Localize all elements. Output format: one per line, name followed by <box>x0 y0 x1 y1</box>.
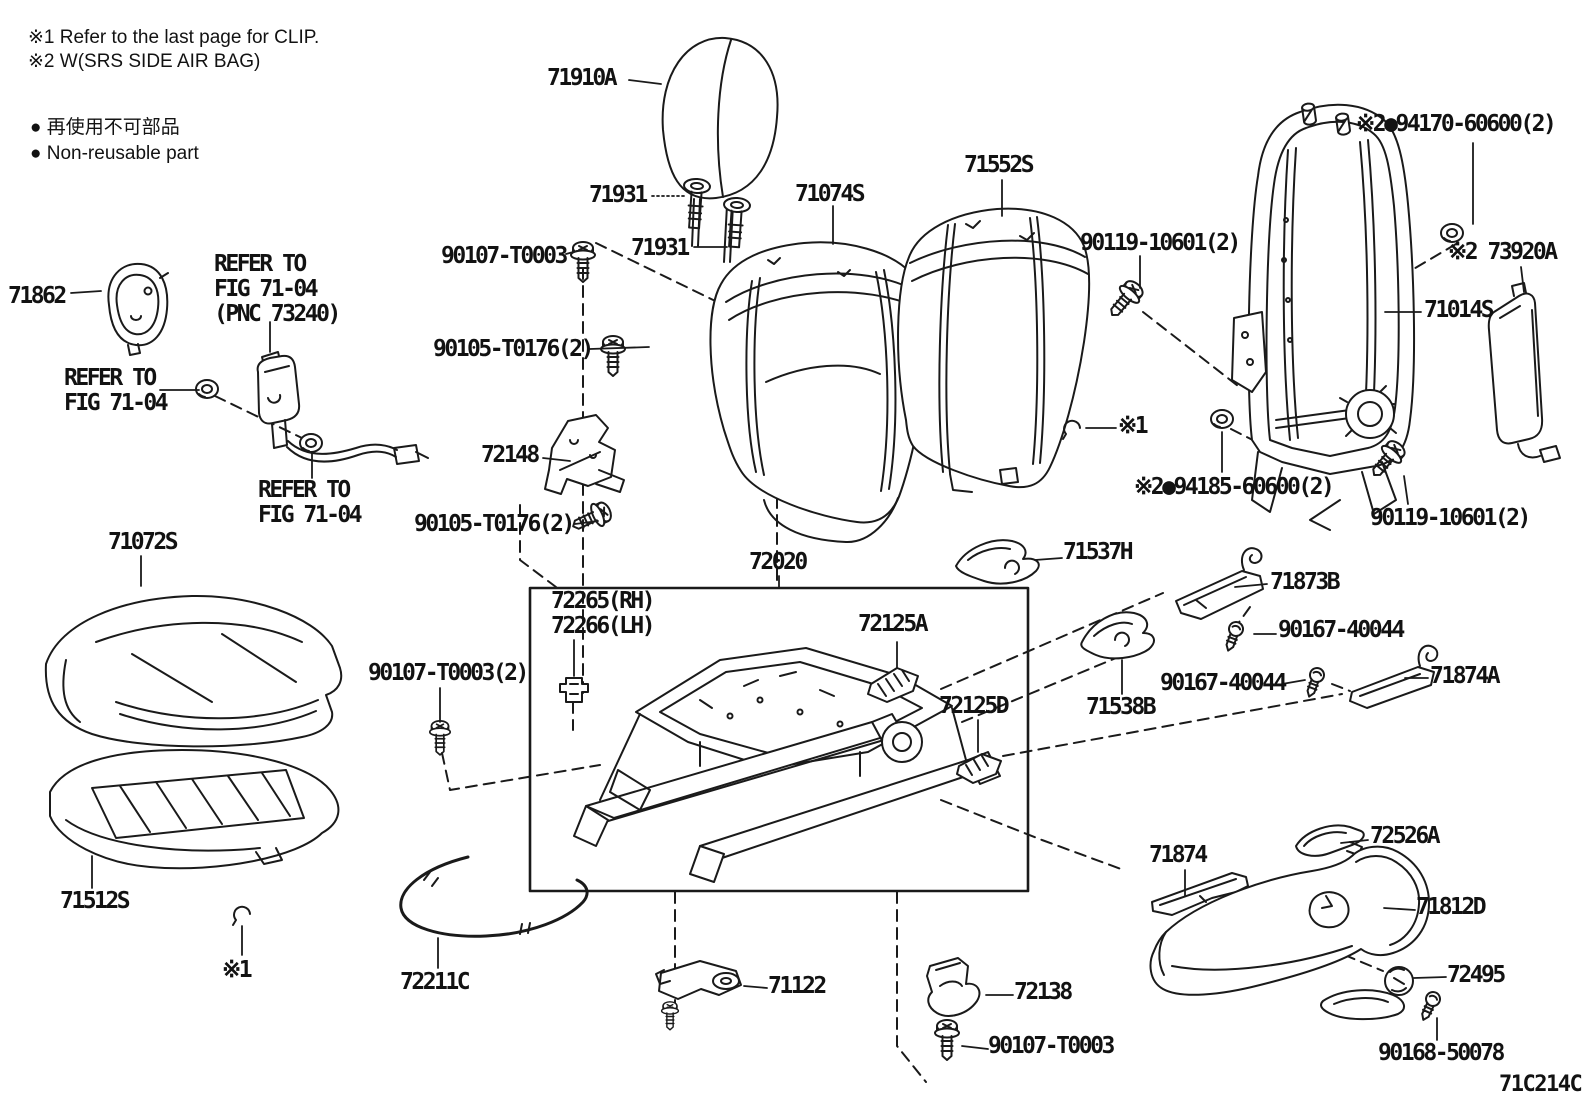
part-label-72211C: 72211C <box>400 969 471 995</box>
bolt-90105-T0176-a <box>600 335 626 377</box>
bolt-90107-T0003-c <box>428 720 452 756</box>
nut-94185-60600 <box>1210 409 1234 429</box>
part-label-72125A: 72125A <box>858 611 929 637</box>
handle-72495-drawing <box>1320 966 1414 1021</box>
part-label-2-94185-60600-2: ※2●94185-60600(2) <box>1134 474 1335 500</box>
part-label-71538B: 71538B <box>1086 694 1157 720</box>
bracket-71122-drawing <box>655 960 742 1000</box>
cover-72138-drawing <box>926 957 981 1017</box>
part-label-90168-50078: 90168-50078 <box>1378 1040 1505 1066</box>
protector-71537H-drawing <box>955 539 1040 585</box>
seatback-frame-71014S-drawing <box>1231 101 1416 531</box>
clip-72265-drawing <box>559 677 589 703</box>
part-label-72125D: 72125D <box>939 693 1010 719</box>
note-label: ● 再使用不可部品 <box>30 117 180 138</box>
seatback-cover-71552S-drawing <box>897 207 1091 493</box>
part-label-72138: 72138 <box>1014 979 1073 1005</box>
seat-track-drawing <box>573 647 1001 883</box>
part-label-1: ※1 <box>222 957 253 983</box>
bolt-90107-T0003-b <box>934 1019 960 1061</box>
part-label-90119-10601-2: 90119-10601(2) <box>1080 230 1241 256</box>
part-label-71874: 71874 <box>1149 842 1208 868</box>
part-label-90167-40044: 90167-40044 <box>1160 670 1287 696</box>
nut-refer-b <box>299 433 323 453</box>
cap-72526A-drawing <box>1295 824 1365 857</box>
part-label-71074S: 71074S <box>795 181 866 207</box>
part-label-71122: 71122 <box>768 973 827 999</box>
part-label-REFER-TO-FIG-71-04: REFER TO FIG 71-04 <box>64 365 169 416</box>
wire-72211C-drawing <box>399 855 589 938</box>
clip-hook-bottom <box>232 905 251 926</box>
part-label-71512S: 71512S <box>60 888 131 914</box>
part-label-2-94170-60600-2: ※2●94170-60600(2) <box>1356 111 1557 137</box>
part-label-90119-10601-2: 90119-10601(2) <box>1370 505 1531 531</box>
part-label-REFER-TO-FIG-71-04-PNC-73240: REFER TO FIG 71-04 (PNC 73240) <box>214 251 341 327</box>
leader-lines <box>70 79 1525 1050</box>
part-label-71931: 71931 <box>631 235 690 261</box>
cushion-pad-71512S-drawing <box>49 749 340 870</box>
part-label-2-73920A: ※2 73920A <box>1448 239 1558 265</box>
note-2-W-SRS-SIDE-AIR-BAG: ※2 W(SRS SIDE AIR BAG) <box>28 51 261 72</box>
part-label-71014S: 71014S <box>1424 297 1495 323</box>
screw-90168-50078 <box>1415 988 1444 1024</box>
clip-hook-right <box>1062 419 1081 440</box>
hook-bracket-71874A-drawing <box>1349 644 1439 709</box>
screw-90167-40044-a <box>1220 619 1246 655</box>
part-label-71910A: 71910A <box>547 65 618 91</box>
part-label-71552S: 71552S <box>964 152 1035 178</box>
nut-refer-a <box>195 379 219 399</box>
part-label-71072S: 71072S <box>108 529 179 555</box>
headrest-drawing <box>661 36 779 263</box>
part-label-71874A: 71874A <box>1430 663 1501 689</box>
part-label-90107-T0003: 90107-T0003 <box>988 1033 1115 1059</box>
note-Non-reusable-part: ● Non-reusable part <box>30 143 199 164</box>
figure-code-71C214C: 71C214C <box>1499 1072 1583 1097</box>
part-label-1: ※1 <box>1118 413 1149 439</box>
hook-bracket-71873B-drawing <box>1175 547 1264 620</box>
part-label-71537H: 71537H <box>1063 539 1134 565</box>
part-label-72020: 72020 <box>749 549 808 575</box>
part-label-72526A: 72526A <box>1370 823 1441 849</box>
side-shield-71812D-drawing <box>1149 845 1430 996</box>
part-label-90105-T0176-2: 90105-T0176(2) <box>433 336 594 362</box>
part-label-90107-T0003: 90107-T0003 <box>441 243 568 269</box>
part-label-72265-RH-72266-LH: 72265(RH) 72266(LH) <box>551 588 656 639</box>
part-label-71931: 71931 <box>589 182 648 208</box>
protector-71538B-drawing <box>1080 611 1155 660</box>
part-label-90107-T0003-2: 90107-T0003(2) <box>368 660 529 686</box>
headrest-support-71931-a <box>680 177 712 230</box>
part-label-REFER-TO-FIG-71-04: REFER TO FIG 71-04 <box>258 477 363 528</box>
cushion-cover-71072S-drawing <box>44 594 343 748</box>
bolt-71122-screw <box>660 1001 680 1031</box>
part-label-71862: 71862 <box>8 283 67 309</box>
bracket-72148-drawing <box>544 414 625 495</box>
cap-72125D-drawing <box>956 753 1002 784</box>
seatback-cover-71074S-drawing <box>709 241 930 544</box>
side-airbag-73920A-drawing <box>1487 282 1561 463</box>
part-label-90167-40044: 90167-40044 <box>1278 617 1405 643</box>
part-label-72148: 72148 <box>481 442 540 468</box>
note-1-Refer-to-the-last-page-for-CLIP: ※1 Refer to the last page for CLIP. <box>28 27 320 48</box>
belt-buckle-drawing <box>256 351 429 465</box>
part-label-71812D: 71812D <box>1416 894 1487 920</box>
bezel-71862-drawing <box>107 262 169 356</box>
part-label-71873B: 71873B <box>1270 569 1341 595</box>
part-label-90105-T0176-2: 90105-T0176(2) <box>414 511 575 537</box>
screw-90167-40044-b <box>1301 665 1327 701</box>
part-label-72495: 72495 <box>1447 962 1506 988</box>
bolt-90105-T0176-b <box>567 497 616 539</box>
